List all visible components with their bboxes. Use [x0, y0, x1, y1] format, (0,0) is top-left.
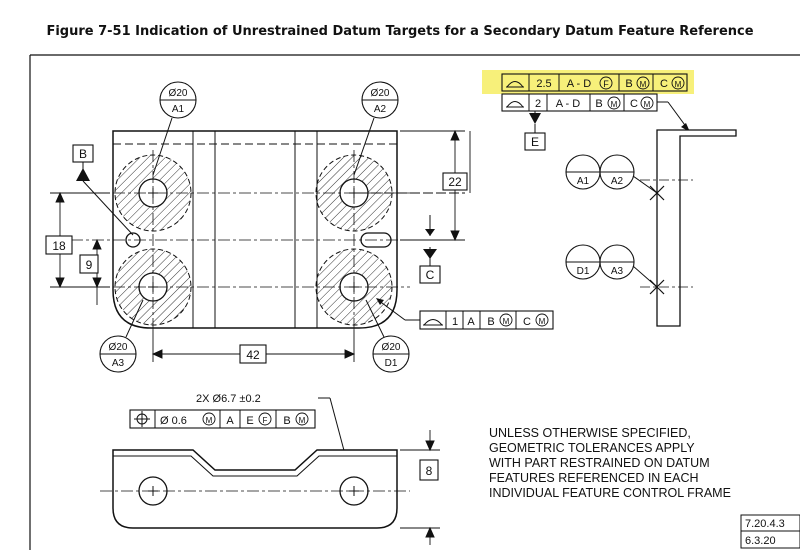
target-a1-label: A1 — [172, 104, 185, 115]
dim-18-value: 18 — [52, 239, 66, 253]
fcf-hl-ref3: C — [660, 78, 668, 90]
dim-8-value: 8 — [426, 464, 433, 478]
datum-e-label: E — [531, 135, 539, 149]
position-ref1: A — [226, 415, 234, 427]
fcf-top-tol: 2 — [535, 98, 541, 110]
position-tol-mod: M — [206, 416, 213, 425]
side-view — [640, 129, 737, 327]
fcf-top: 2 A - D B M C M — [501, 93, 691, 133]
dimension-42: 42 — [151, 330, 356, 364]
fcf-hl-ref2-mod: M — [640, 80, 647, 89]
side-target-a2-label: A2 — [611, 176, 624, 187]
datum-b-feature-symbol: B — [72, 144, 134, 236]
side-target-d1-symbol: D1 — [565, 244, 601, 280]
fcf-hl-ref3-mod: M — [675, 80, 682, 89]
hole-crosses — [148, 188, 359, 292]
target-a2-size: Ø20 — [371, 88, 390, 99]
note-line: UNLESS OTHERWISE SPECIFIED, — [489, 426, 691, 440]
fcf-side-tol: 1 — [452, 316, 458, 328]
dimension-9: 9 — [79, 238, 102, 305]
general-note: UNLESS OTHERWISE SPECIFIED, GEOMETRIC TO… — [489, 426, 731, 500]
bottom-view — [100, 430, 440, 545]
datum-target-a2-symbol: Ø20 A2 — [353, 81, 399, 176]
fcf-highlighted: 2.5 A - D F B M C M — [482, 70, 694, 94]
datum-e-feature-symbol: E — [524, 111, 546, 151]
datum-b-label: B — [79, 147, 87, 161]
fcf-side: 1 A B M C M — [376, 298, 554, 330]
side-target-d1-label: D1 — [577, 266, 590, 277]
reference-primary: 7.20.4.3 — [745, 518, 785, 530]
reference-secondary: 6.3.20 — [745, 535, 776, 547]
note-line: INDIVIDUAL FEATURE CONTROL FRAME — [489, 486, 731, 500]
fcf-top-ref1: A - D — [556, 98, 581, 110]
fcf-top-ref3: C — [630, 98, 638, 110]
fcf-hl-ref1: A - D — [567, 78, 592, 90]
fcf-top-ref3-mod: M — [644, 100, 651, 109]
side-target-a3-symbol: A3 — [599, 244, 658, 288]
note-line: GEOMETRIC TOLERANCES APPLY — [489, 441, 695, 455]
plate-outline — [112, 130, 398, 329]
fcf-side-ref3: C — [523, 316, 531, 328]
target-a2-label: A2 — [374, 104, 387, 115]
fcf-side-ref2-mod: M — [503, 317, 510, 326]
side-target-a1-symbol: A1 — [565, 154, 601, 190]
position-ref3-mod: M — [299, 416, 306, 425]
target-a3-label: A3 — [112, 358, 125, 369]
position-tol: Ø 0.6 — [160, 415, 187, 427]
dim-22-value: 22 — [448, 175, 462, 189]
datum-target-a1-symbol: Ø20 A1 — [152, 81, 197, 176]
fcf-hl-ref2: B — [625, 78, 632, 90]
target-d1-size: Ø20 — [382, 342, 401, 353]
fcf-hl-ref1-mod: F — [603, 79, 609, 89]
position-ref3: B — [283, 415, 290, 427]
dimension-18: 18 — [45, 191, 110, 289]
fcf-side-ref3-mod: M — [539, 317, 546, 326]
fcf-side-ref2: B — [487, 316, 494, 328]
position-ref2-mod: F — [263, 416, 268, 425]
fcf-side-ref1: A — [467, 316, 475, 328]
position-fcf: Ø 0.6 M A E F B M — [129, 409, 316, 429]
hole-callout: 2X Ø6.7 ±0.2 — [196, 393, 261, 405]
fcf-top-ref2: B — [595, 98, 602, 110]
datum-c-label: C — [426, 268, 435, 282]
target-a1-size: Ø20 — [169, 88, 188, 99]
top-view — [50, 130, 440, 330]
target-a3-size: Ø20 — [109, 342, 128, 353]
datum-c-feature-symbol: C — [400, 215, 441, 284]
target-d1-label: D1 — [385, 358, 398, 369]
note-line: FEATURES REFERENCED IN EACH — [489, 471, 699, 485]
reference-box: 7.20.4.3 6.3.20 — [740, 514, 800, 549]
datum-target-d1-symbol: Ø20 D1 — [365, 299, 410, 373]
dim-42-value: 42 — [246, 348, 260, 362]
datum-target-a3-symbol: Ø20 A3 — [99, 299, 144, 373]
bottom-plate-outline — [112, 449, 398, 529]
figure-title: Figure 7-51 Indication of Unrestrained D… — [46, 24, 754, 39]
fcf-top-ref2-mod: M — [611, 100, 618, 109]
side-target-a3-label: A3 — [611, 266, 624, 277]
bottom-plate-inner-edge — [113, 455, 397, 477]
side-target-a2-symbol: A2 — [599, 154, 658, 194]
dim-9-value: 9 — [86, 258, 93, 272]
note-line: WITH PART RESTRAINED ON DATUM — [489, 456, 710, 470]
dimension-22: 22 — [358, 129, 471, 242]
position-ref2: E — [246, 415, 253, 427]
side-target-a1-label: A1 — [577, 176, 590, 187]
fcf-hl-tol: 2.5 — [536, 78, 551, 90]
